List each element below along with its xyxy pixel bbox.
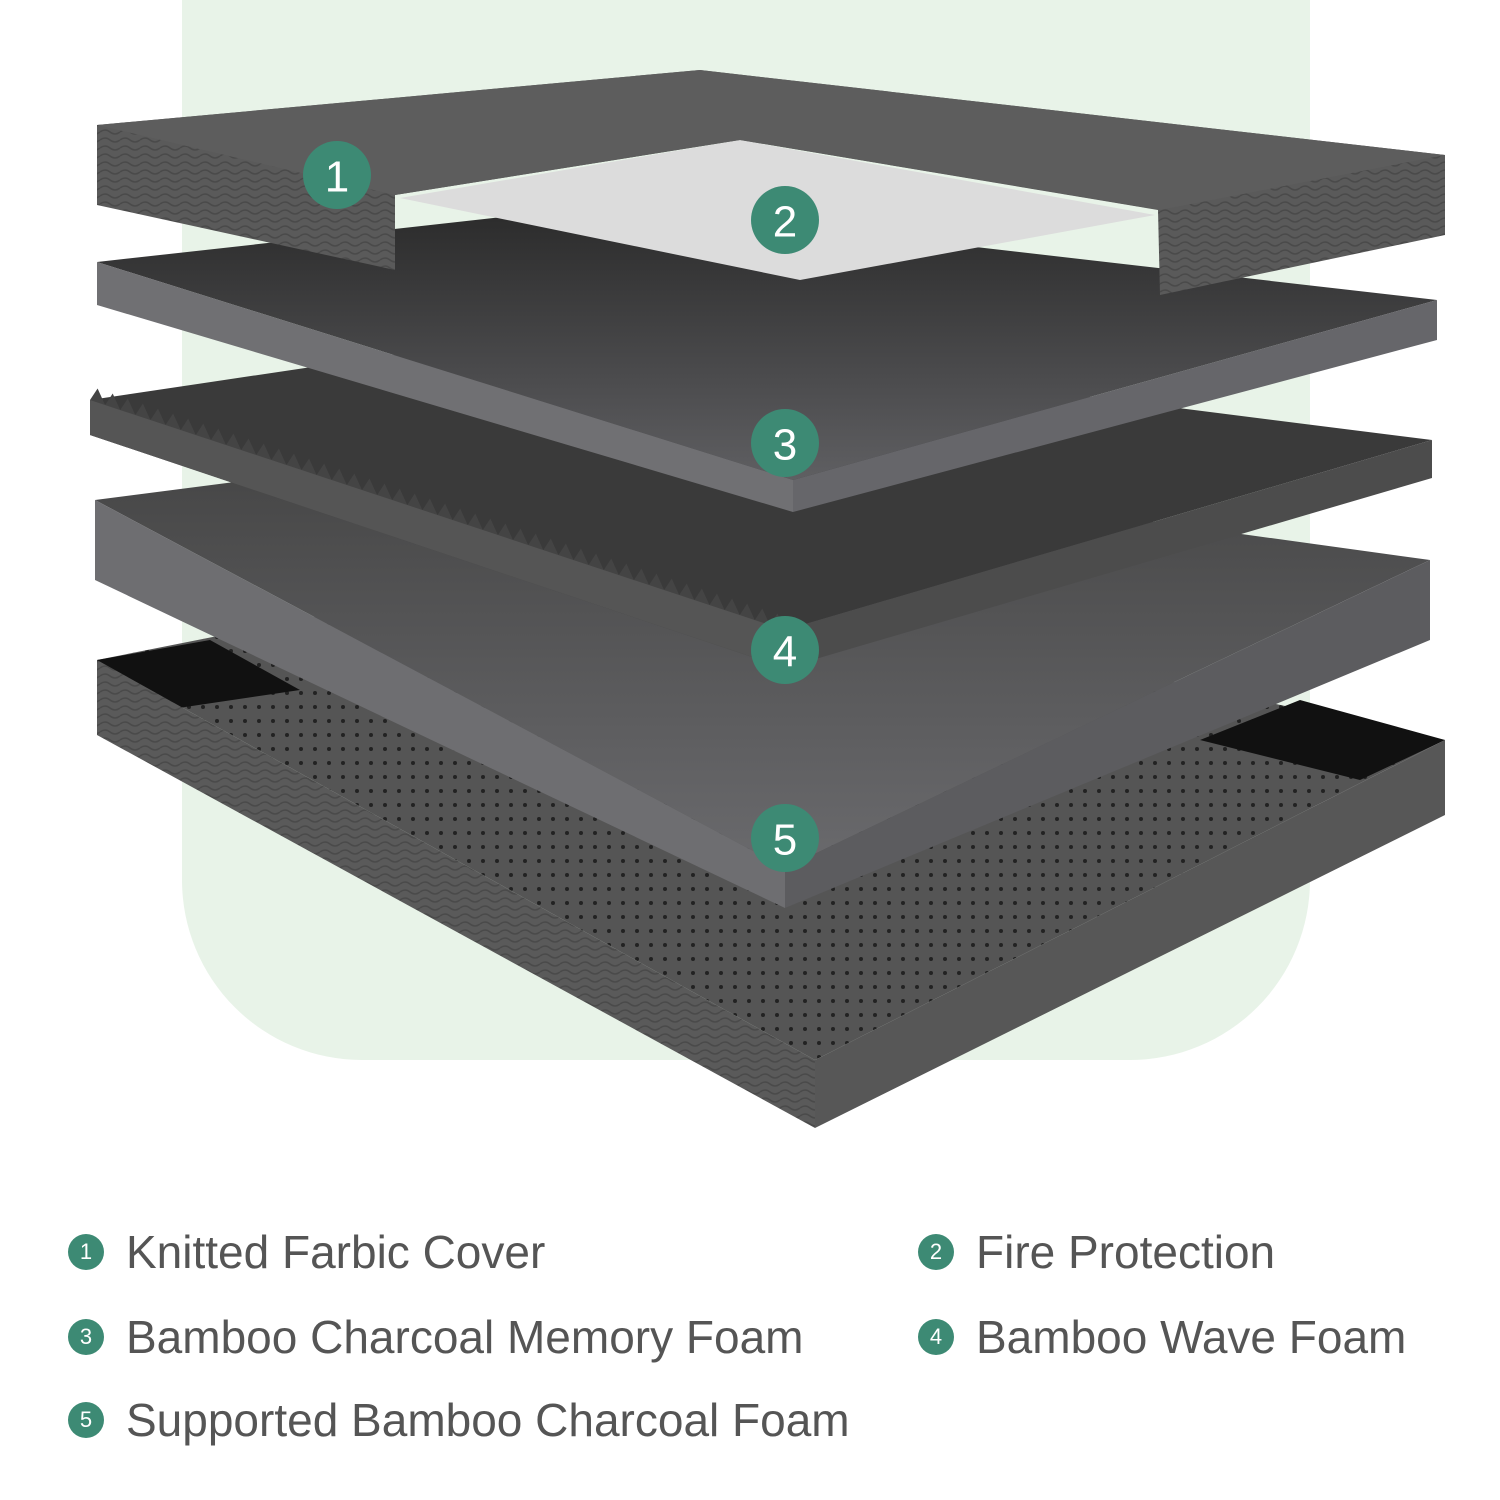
legend-item-4: 4 Bamboo Wave Foam xyxy=(918,1310,1406,1364)
badges: 1 2 3 4 5 xyxy=(303,141,819,872)
legend-label: Fire Protection xyxy=(976,1226,1276,1278)
badge-1: 1 xyxy=(303,141,371,209)
legend-number-badge: 1 xyxy=(68,1234,104,1270)
legend-number-badge: 2 xyxy=(918,1234,954,1270)
legend-label: Bamboo Wave Foam xyxy=(976,1311,1407,1363)
legend-item-5: 5 Supported Bamboo Charcoal Foam xyxy=(68,1393,850,1447)
legend-number-badge: 3 xyxy=(68,1319,104,1355)
legend-item-1: 1 Knitted Farbic Cover xyxy=(68,1225,545,1279)
legend-label: Supported Bamboo Charcoal Foam xyxy=(126,1394,850,1446)
badge-3: 3 xyxy=(751,409,819,477)
svg-text:3: 3 xyxy=(773,421,797,470)
layer-memory-foam xyxy=(97,205,1437,512)
badge-2: 2 xyxy=(751,186,819,254)
badge-4: 4 xyxy=(751,616,819,684)
legend-label: Bamboo Charcoal Memory Foam xyxy=(126,1311,804,1363)
badge-5: 5 xyxy=(751,804,819,872)
svg-text:2: 2 xyxy=(773,198,797,247)
svg-text:1: 1 xyxy=(325,153,349,202)
legend-label: Knitted Farbic Cover xyxy=(126,1226,546,1278)
legend-item-2: 2 Fire Protection xyxy=(918,1225,1275,1279)
legend-number-badge: 4 xyxy=(918,1319,954,1355)
legend-number-badge: 5 xyxy=(68,1402,104,1438)
svg-text:4: 4 xyxy=(773,628,797,677)
svg-text:5: 5 xyxy=(773,816,797,865)
legend-item-3: 3 Bamboo Charcoal Memory Foam xyxy=(68,1310,803,1364)
